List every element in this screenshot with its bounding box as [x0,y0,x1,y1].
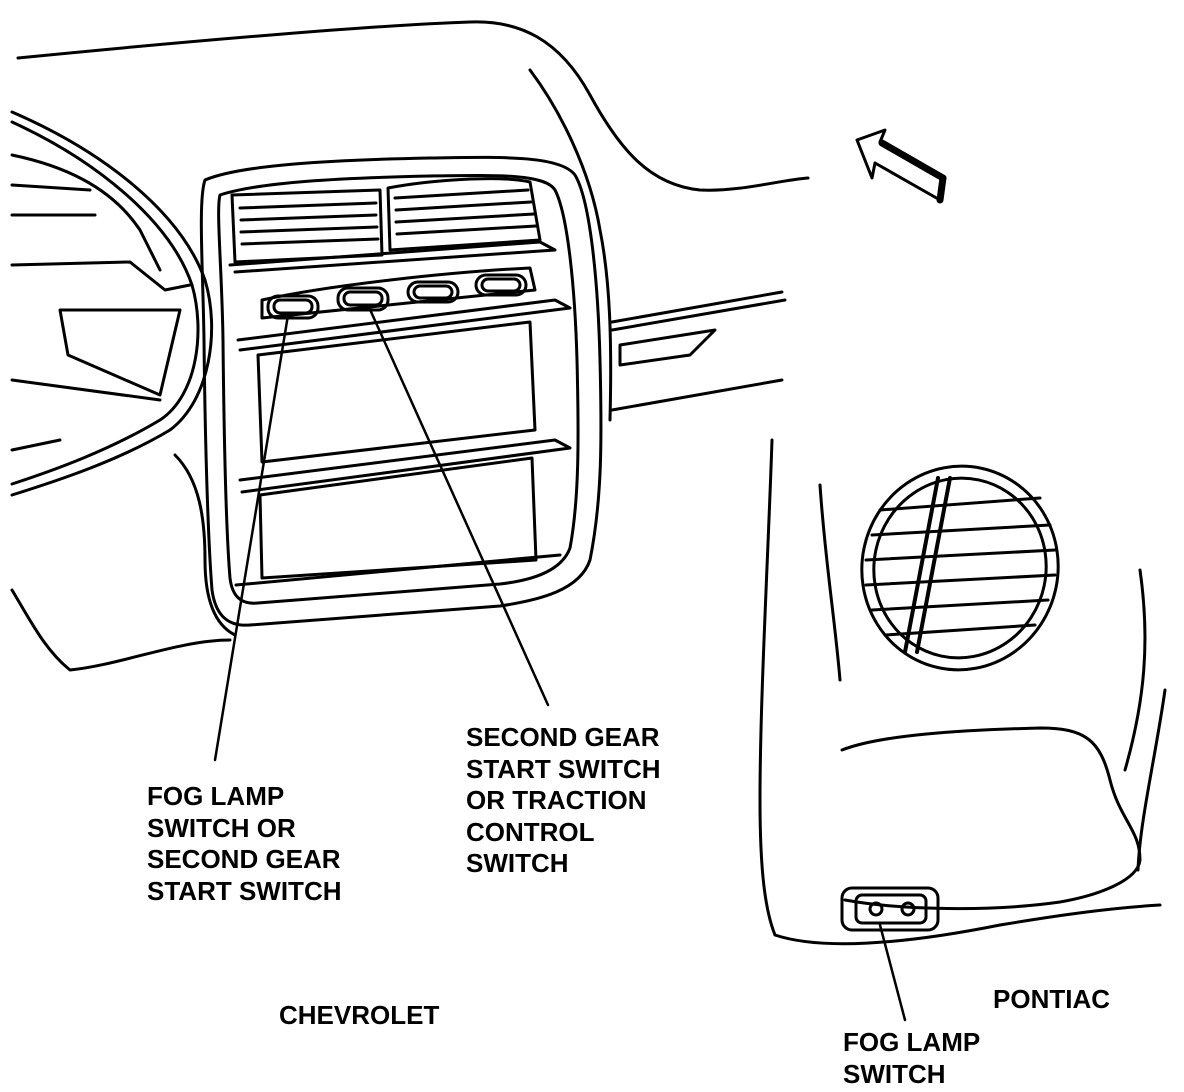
dash-trim-upper [610,290,784,324]
vent-divider-shelf [228,240,557,274]
leader-lines [213,303,907,1022]
cluster-panel-edge [10,153,162,272]
cluster-gauge-line [10,183,92,192]
center-vent-left [230,188,384,264]
view-label-pontiac: PONTIAC [993,984,1110,1014]
leader-fog-lamp-chevrolet [213,313,290,762]
pontiac-fog-switch [840,886,940,932]
leader-fog-lamp-pontiac [878,923,907,1022]
leader-second-gear [366,303,550,707]
cluster-lower [10,378,162,402]
dash-top-inner [528,68,613,422]
pontiac-right-edge-1 [1123,568,1147,772]
cluster-block [58,308,182,397]
dash-knee-curve [173,453,237,637]
switch-2-second-gear [336,286,390,312]
switch-3 [406,280,460,304]
pontiac-round-vent [860,464,1060,672]
cluster-hood-inner [10,120,200,486]
stack-bottom-lip [234,553,562,587]
chevrolet-dashboard [10,20,810,672]
pontiac-pod [840,726,1142,911]
callout-line: SWITCH [843,1058,946,1089]
cluster-wedge [10,260,192,292]
dash-lower-contour [10,588,232,672]
cluster-bottom [10,438,62,452]
arrow-up-left-icon [855,128,947,204]
dash-trim-lower [610,378,784,412]
center-stack-bezel-outer [199,155,603,627]
callout-fog-lamp-chevrolet: FOG LAMP SWITCH OR SECOND GEAR START SWI… [147,781,342,907]
switch-bank-shelf-lower [236,298,572,352]
dash-trim-line [610,298,787,332]
callout-line: FOG LAMP [147,781,285,811]
pontiac-left-edge [758,438,777,937]
callout-fog-lamp-pontiac: FOG LAMP SWITCH [843,1027,980,1090]
view-label-chevrolet: CHEVROLET [279,1000,440,1030]
radio-opening-upper [256,320,537,464]
center-vent-right [386,177,542,252]
callout-line: SWITCH OR [147,812,296,843]
callout-line: SWITCH [466,848,569,878]
callout-line: SECOND GEAR [466,722,660,752]
dash-trim-tab [618,328,717,367]
pontiac-dashboard [758,438,1167,946]
callout-line: CONTROL [466,816,595,847]
callout-line: START SWITCH [147,875,342,906]
pontiac-right-edge-2 [1136,688,1167,872]
switch-1-fog-lamp [266,294,320,320]
pontiac-pod-lower [773,903,1162,946]
callout-line: OR TRACTION [466,785,647,815]
callout-line: SECOND GEAR [147,844,341,874]
switch-4 [474,273,528,297]
center-stack-bezel-inner [217,174,580,605]
pontiac-contour [818,483,842,682]
callout-line: START SWITCH [466,753,661,784]
radio-shelf-mid [238,438,572,494]
callout-second-gear-traction: SECOND GEAR START SWITCH OR TRACTION CON… [466,722,661,880]
switch-bank-housing [260,266,537,320]
dash-top-edge [16,20,810,192]
callout-line: FOG LAMP [843,1027,981,1057]
cluster-hood-outer [10,110,214,497]
